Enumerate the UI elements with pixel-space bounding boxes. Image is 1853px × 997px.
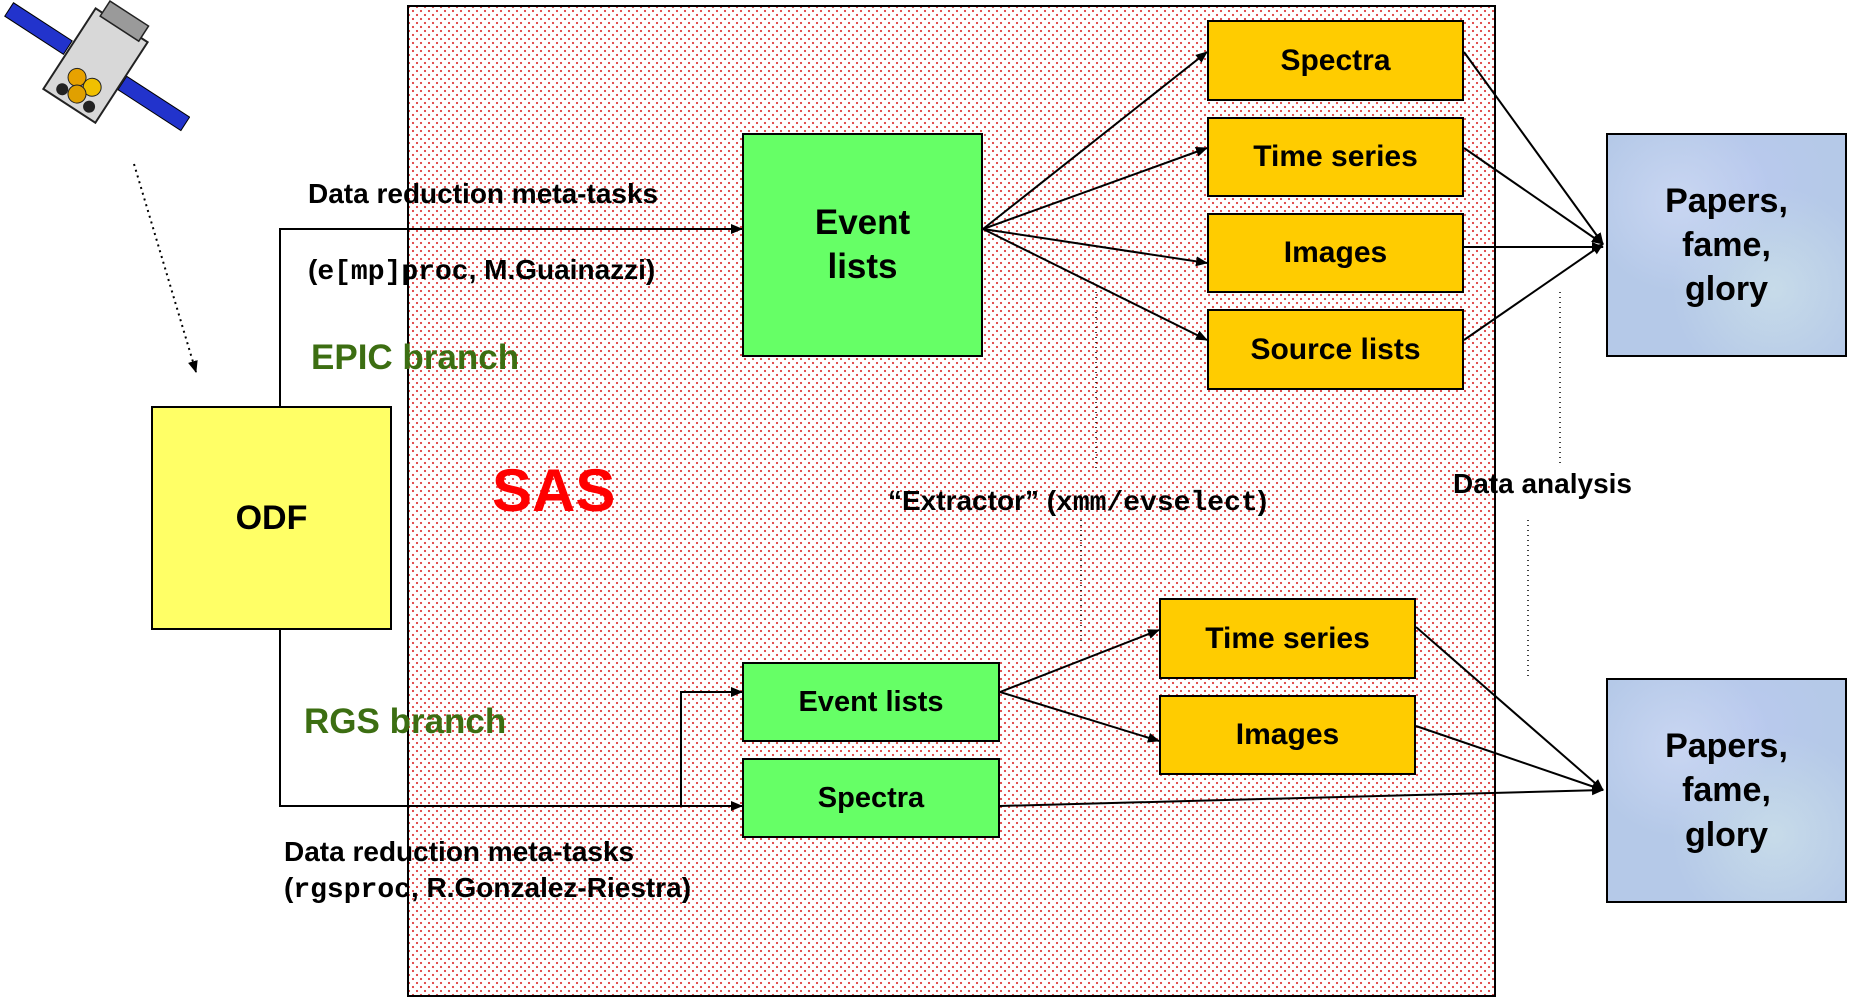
extractor-suffix: ) <box>1257 485 1268 516</box>
rgs-meta-task: rgsproc <box>293 875 411 906</box>
epic-event-lists-line2: lists <box>827 247 898 286</box>
epic-timeseries-box: Time series <box>1207 117 1464 197</box>
epic-meta-paren-open: ( <box>308 254 318 285</box>
rgs-meta-paren-close: ) <box>681 872 692 903</box>
epic-sourcelists-box: Source lists <box>1207 309 1464 390</box>
spectra-to-output-arrow <box>1463 51 1604 245</box>
epic-event-lists-box: Event lists <box>742 133 983 357</box>
epic-sourcelists-label: Source lists <box>1250 332 1421 366</box>
rgs-to-timeseries-arrow <box>999 629 1160 693</box>
epic-meta-paren-close: ) <box>645 254 656 285</box>
extractor-task: xmm/evselect <box>1056 488 1258 519</box>
rgs-meta-title: Data reduction meta-tasks <box>284 836 635 867</box>
rgs-timeseries-to-output-arrow <box>1415 626 1604 791</box>
satellite-icon <box>4 0 190 132</box>
odf-label: ODF <box>235 498 308 537</box>
rgs-images-label: Images <box>1235 718 1340 751</box>
output-bottom-line1: Papers, <box>1665 727 1788 766</box>
odf-to-rgs-spectra-arrow <box>279 630 743 811</box>
sourcelists-to-output-arrow <box>1463 243 1604 341</box>
rgs-timeseries-box: Time series <box>1159 598 1416 679</box>
rgs-meta-detail: (rgsproc, R.Gonzalez-Riestra) <box>284 872 691 906</box>
epic-meta-author: , M.Guainazzi <box>468 254 646 285</box>
sas-label: SAS <box>492 457 616 524</box>
epic-meta-title: Data reduction meta-tasks <box>308 178 659 209</box>
rgs-meta-paren-open: ( <box>284 872 294 903</box>
epic-branch-label: EPIC branch <box>311 338 520 377</box>
rgs-meta-author: , R.Gonzalez-Riestra <box>410 872 682 903</box>
epic-meta-task: e[mp]proc <box>317 257 469 288</box>
rgs-spectra-box: Spectra <box>742 758 1000 838</box>
rgs-images-to-output-arrow <box>1415 725 1604 792</box>
epic-meta-detail: (e[mp]proc, M.Guainazzi) <box>308 254 655 288</box>
extractor-label: “Extractor” (xmm/evselect) <box>888 485 1267 519</box>
output-bottom-line3: glory <box>1684 815 1769 854</box>
rgs-branch-label: RGS branch <box>304 702 507 741</box>
epic-images-label: Images <box>1283 236 1388 269</box>
output-top-box: Papers, fame, glory <box>1606 133 1847 357</box>
epic-to-sourcelists-arrow <box>982 228 1208 341</box>
odf-box: ODF <box>151 406 392 630</box>
odf-to-rgs-events-arrow <box>680 687 743 806</box>
epic-event-lists-line1: Event <box>814 203 911 243</box>
rgs-event-lists-box: Event lists <box>742 662 1000 742</box>
epic-to-images-arrow <box>982 228 1208 267</box>
rgs-images-box: Images <box>1159 695 1416 775</box>
output-top-line1: Papers, <box>1665 181 1788 220</box>
rgs-to-images-arrow <box>999 691 1160 743</box>
epic-spectra-box: Spectra <box>1207 20 1464 101</box>
data-analysis-label: Data analysis <box>1453 468 1632 499</box>
timeseries-to-output-arrow <box>1463 147 1604 245</box>
rgs-spectra-label: Spectra <box>817 781 925 814</box>
output-top-line3: glory <box>1684 270 1769 309</box>
epic-to-spectra-arrow <box>982 51 1208 230</box>
odf-to-epic-events-arrow <box>279 224 743 406</box>
satellite-to-odf-arrow <box>133 163 198 373</box>
output-bottom-line2: fame, <box>1682 771 1771 810</box>
epic-spectra-label: Spectra <box>1280 43 1391 77</box>
epic-to-timeseries-arrow <box>982 147 1208 230</box>
epic-images-box: Images <box>1207 213 1464 293</box>
rgs-event-lists-label: Event lists <box>798 685 944 718</box>
extractor-prefix: “Extractor” ( <box>888 485 1057 516</box>
output-top-line2: fame, <box>1682 225 1771 264</box>
rgs-timeseries-label: Time series <box>1205 621 1370 655</box>
rgs-spectra-to-output-arrow <box>999 785 1604 807</box>
output-bottom-box: Papers, fame, glory <box>1606 678 1847 903</box>
epic-timeseries-label: Time series <box>1253 140 1418 173</box>
